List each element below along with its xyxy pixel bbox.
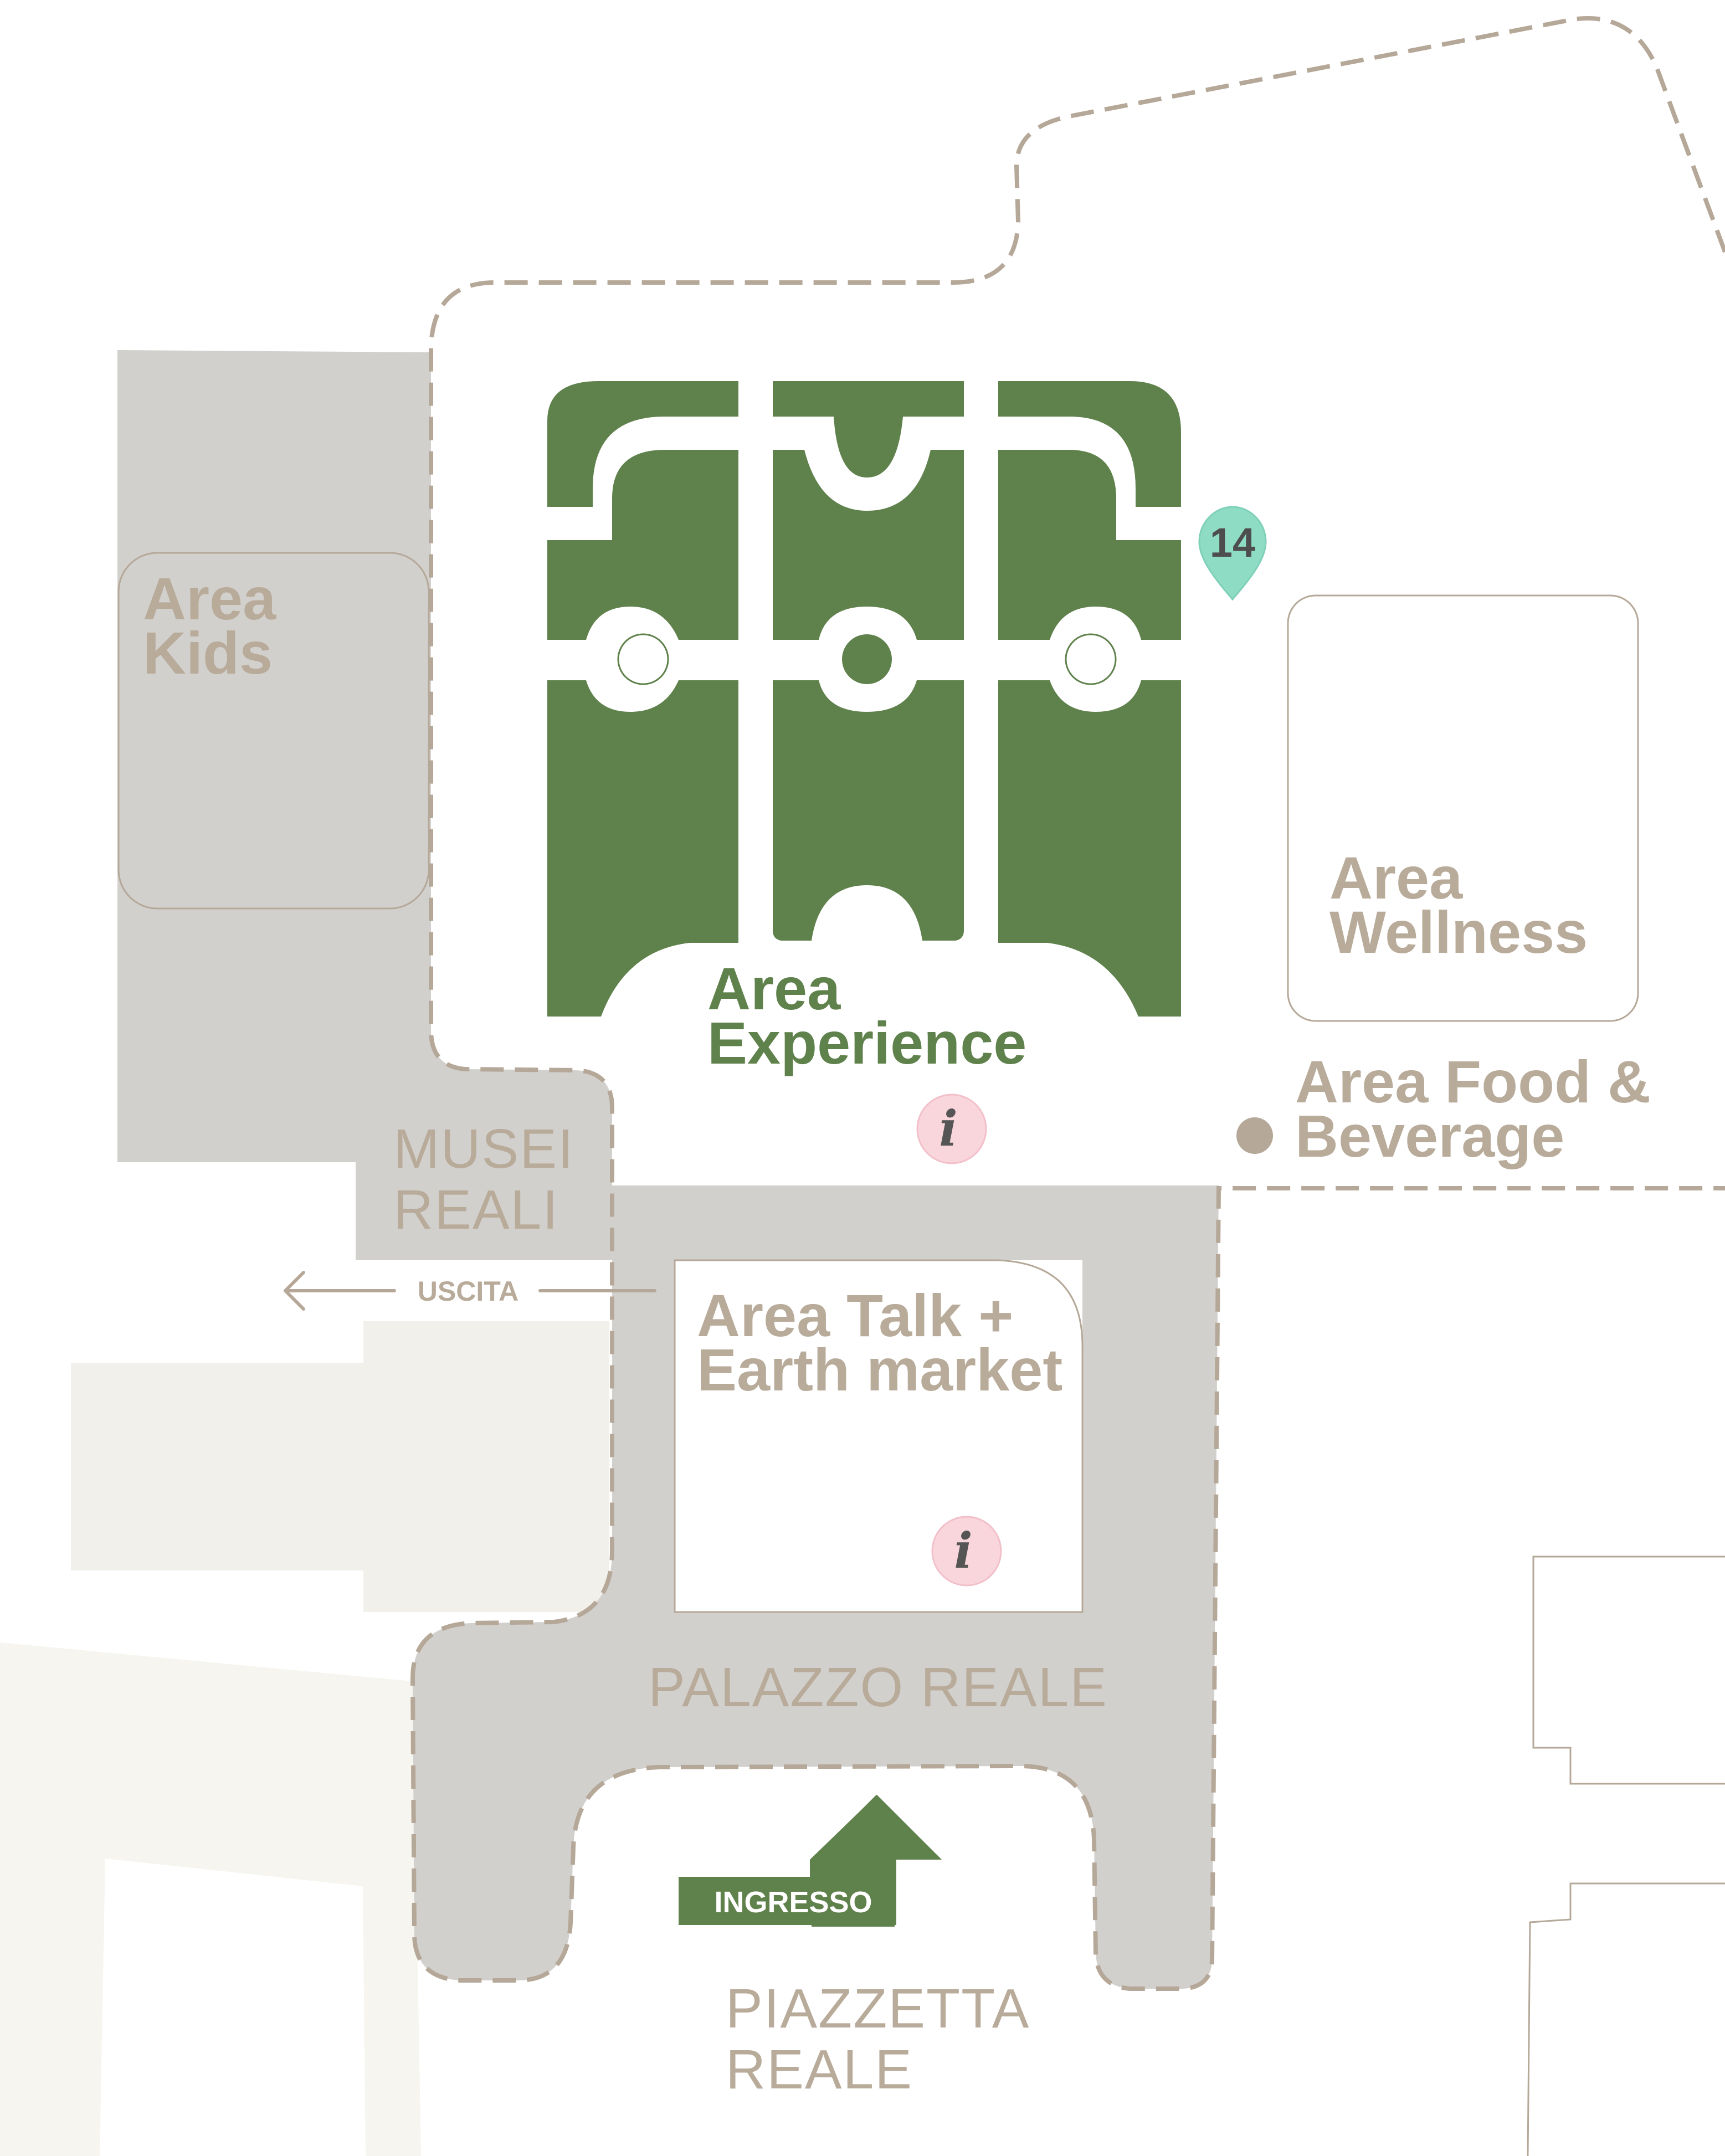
experience-garden — [547, 381, 1181, 1017]
background-buildings — [0, 1321, 609, 2156]
wellness-area-outline — [1287, 594, 1639, 1022]
fountain-left — [617, 633, 669, 685]
talk-area-line-1: Area Talk + — [697, 1282, 1013, 1349]
cream-building-left — [71, 1321, 609, 1612]
info-icon — [931, 1516, 1002, 1587]
musei-reali-label: MUSEI REALI — [393, 1118, 591, 1241]
building-right-top — [1532, 1556, 1725, 1785]
wellness-area-line-2: Wellness — [1329, 899, 1588, 966]
info-point-2[interactable]: i — [931, 1516, 1002, 1587]
garden-bed-bottom-left — [547, 680, 738, 1017]
food-beverage-dot-icon — [1236, 1117, 1273, 1154]
gray-area-left — [117, 350, 612, 1260]
garden-bed-bottom-right — [998, 680, 1181, 1017]
info-glyph: i — [954, 1522, 972, 1579]
food-area-label: Area Food & Beverage — [1295, 1048, 1667, 1169]
musei-reali-line-1: MUSEI — [393, 1118, 574, 1180]
exit-arrow — [284, 1271, 656, 1311]
talk-area-line-2: Earth market — [697, 1336, 1062, 1403]
wellness-area-label: Area Wellness — [1329, 844, 1588, 966]
boundary-north — [410, 16, 1725, 1991]
garden-bed-bottom-center — [773, 680, 964, 941]
garden-bed-mid-right — [998, 450, 1181, 640]
piazzetta-reale-line-2: REALE — [726, 2039, 913, 2101]
kids-area-line-2: Kids — [143, 619, 273, 686]
info-icon — [916, 1094, 987, 1164]
garden-bed-top-center — [773, 381, 964, 478]
right-buildings — [1527, 1556, 1725, 2156]
talk-area-label: Area Talk + Earth market — [697, 1282, 1062, 1403]
entry-arrow — [679, 1795, 942, 1927]
entry-label-box — [679, 1877, 896, 1925]
info-glyph: i — [939, 1100, 957, 1157]
exit-arrow-head — [284, 1271, 305, 1311]
experience-area-line-2: Experience — [707, 1009, 1026, 1076]
garden-bed-mid-left — [547, 450, 738, 640]
piazzetta-reale-label: PIAZZETTA REALE — [726, 1978, 1044, 2101]
kids-area-line-1: Area — [143, 565, 276, 632]
fountain-right — [1065, 633, 1117, 685]
info-point-1[interactable]: i — [916, 1094, 987, 1164]
kids-area-outline — [117, 552, 430, 910]
piazzetta-reale-line-1: PIAZZETTA — [726, 1978, 1029, 2040]
event-boundary — [410, 16, 1725, 1991]
garden-bed-top-left — [547, 381, 738, 507]
food-area-line-1: Area Food & — [1295, 1048, 1651, 1115]
experience-area-label: Area Experience — [707, 955, 1026, 1076]
exit-label: USCITA — [418, 1276, 518, 1307]
entry-label: INGRESSO — [714, 1886, 872, 1919]
musei-reali-line-2: REALI — [393, 1179, 559, 1241]
map-pin-icon[interactable]: 14 — [1198, 506, 1267, 601]
garden-bed-mid-center — [773, 450, 964, 640]
building-right-bottom — [1527, 1882, 1725, 2156]
map-pin-shape — [1198, 506, 1267, 601]
fountain-center — [842, 634, 892, 684]
map-pin-number: 14 — [1210, 520, 1255, 566]
food-area-line-2: Beverage — [1295, 1102, 1564, 1169]
wellness-area-line-1: Area — [1329, 844, 1463, 911]
experience-area-line-1: Area — [707, 955, 841, 1022]
palazzo-reale-label: PALAZZO REALE — [648, 1656, 1108, 1718]
garden-bed-top-right — [998, 381, 1181, 507]
white-building-bottom-left — [100, 1859, 366, 2156]
kids-area-label: Area Kids — [143, 565, 292, 686]
